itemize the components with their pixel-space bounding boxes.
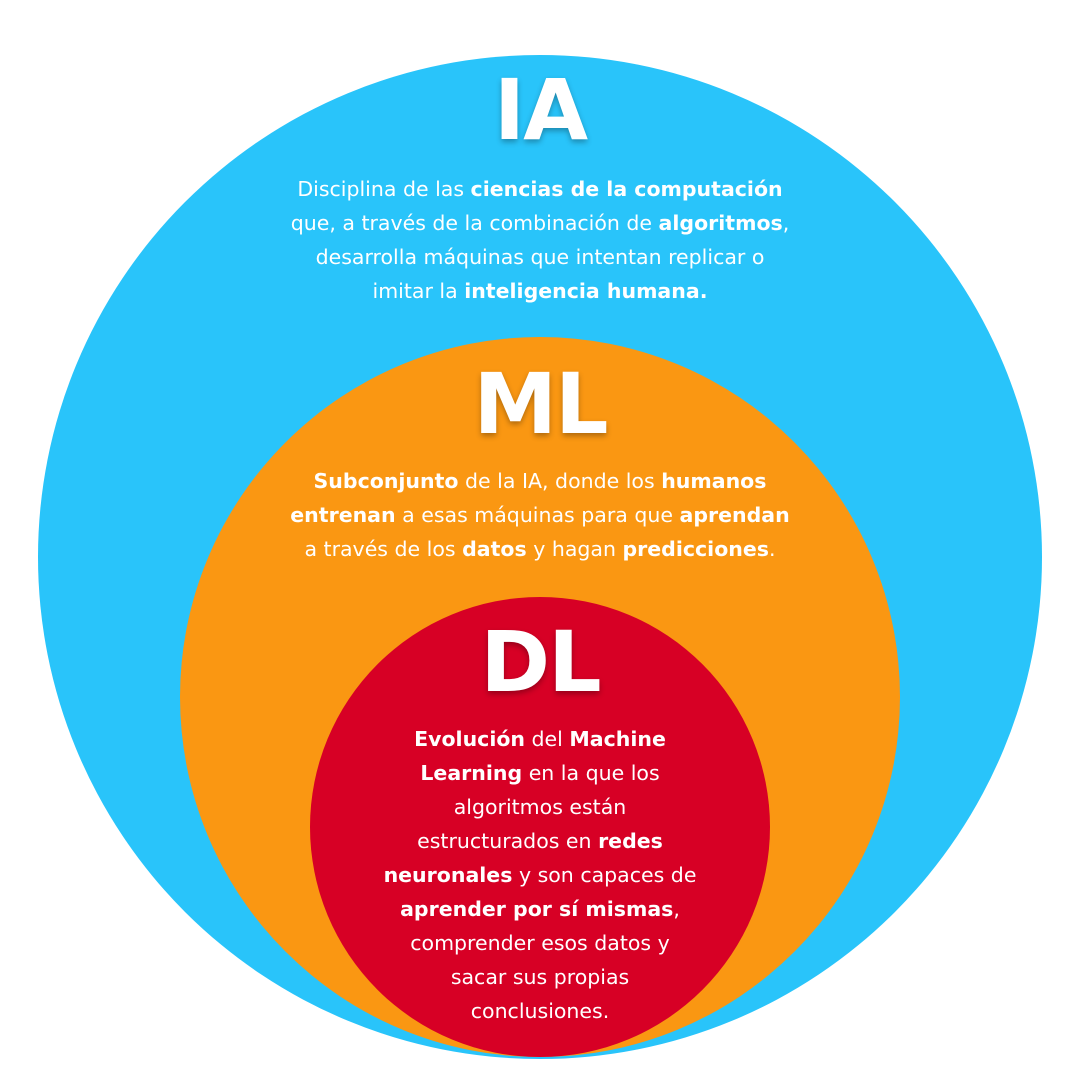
description-line: algoritmos están [310, 790, 770, 824]
description-line: conclusiones. [310, 994, 770, 1028]
bold-phrase: humanos [661, 469, 767, 493]
description-line: Learning en la que los [310, 756, 770, 790]
text-run: de la IA, donde los [458, 469, 662, 493]
text-run: en la que los [522, 761, 660, 785]
bold-phrase: algoritmos [658, 211, 783, 235]
bold-phrase: ciencias de la computación [470, 177, 783, 201]
text-run: comprender esos datos y [410, 931, 670, 955]
description-line: Disciplina de las ciencias de la computa… [0, 172, 1080, 206]
text-run: algoritmos están [453, 795, 627, 819]
description-line: neuronales y son capaces de [310, 858, 770, 892]
text-run: desarrolla máquinas que intentan replica… [315, 245, 765, 269]
description-line: estructurados en redes [310, 824, 770, 858]
text-run: , [782, 211, 790, 235]
text-run: sacar sus propias [450, 965, 630, 989]
description-line: que, a través de la combinación de algor… [0, 206, 1080, 240]
text-run: , [673, 897, 680, 921]
dl-title: DL [480, 613, 601, 711]
text-run: Disciplina de las [297, 177, 471, 201]
description-line: Evolución del Machine [310, 722, 770, 756]
bold-phrase: neuronales [383, 863, 513, 887]
bold-phrase: aprendan [679, 503, 790, 527]
text-run: imitar la [372, 279, 465, 303]
bold-phrase: Learning [420, 761, 523, 785]
ia-description: Disciplina de las ciencias de la computa… [0, 172, 1080, 308]
bold-phrase: redes [598, 829, 663, 853]
text-run: estructurados en [417, 829, 599, 853]
text-run: del [525, 727, 570, 751]
dl-circle [310, 597, 770, 1057]
ia-title: IA [493, 61, 588, 159]
text-run: a través de los [304, 537, 463, 561]
text-run: conclusiones. [470, 999, 610, 1023]
bold-phrase: Subconjunto [313, 469, 459, 493]
description-line: entrenan a esas máquinas para que aprend… [0, 498, 1080, 532]
text-run: y hagan [526, 537, 623, 561]
bold-phrase: entrenan [290, 503, 396, 527]
bold-phrase: Machine [569, 727, 666, 751]
bold-phrase: inteligencia humana. [464, 279, 708, 303]
ml-title: ML [473, 355, 608, 453]
text-run: que, a través de la combinación de [290, 211, 659, 235]
text-run: . [769, 537, 776, 561]
description-line: comprender esos datos y [310, 926, 770, 960]
description-line: aprender por sí mismas, [310, 892, 770, 926]
bold-phrase: datos [462, 537, 527, 561]
description-line: sacar sus propias [310, 960, 770, 994]
bold-phrase: Evolución [414, 727, 526, 751]
description-line: a través de los datos y hagan prediccion… [0, 532, 1080, 566]
description-line: desarrolla máquinas que intentan replica… [0, 240, 1080, 274]
text-run: a esas máquinas para que [395, 503, 680, 527]
bold-phrase: aprender por sí mismas [400, 897, 674, 921]
description-line: Subconjunto de la IA, donde los humanos [0, 464, 1080, 498]
bold-phrase: predicciones [622, 537, 769, 561]
description-line: imitar la inteligencia humana. [0, 274, 1080, 308]
text-run: y son capaces de [512, 863, 697, 887]
